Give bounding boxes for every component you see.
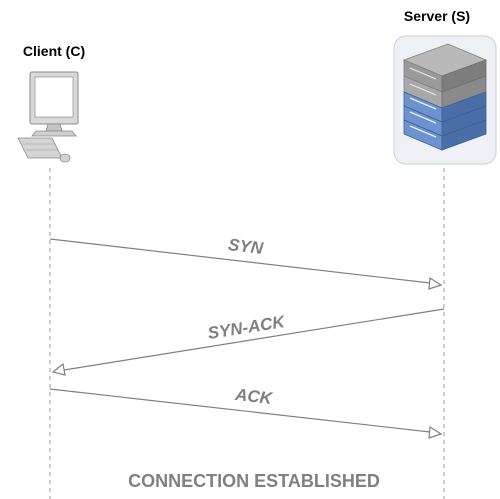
syn-arrow-line [49,238,431,284]
ack-arrow-line [49,388,431,433]
ack-message: ACK [49,385,443,439]
syn-arrowhead [428,276,443,290]
server-title: Server (S) [404,8,470,24]
ack-arrowhead [428,425,443,439]
client-title: Client (C) [23,43,85,59]
syn-ack-arrow-line [63,308,445,371]
desktop-computer-icon [17,71,79,163]
server-rack-icon [393,35,497,165]
syn-ack-label: SYN-ACK [206,312,287,343]
connection-established-label: CONNECTION ESTABLISHED [128,471,380,491]
syn-ack-message: SYN-ACK [51,308,445,376]
syn-ack-arrowhead [51,362,66,376]
ack-label: ACK [233,385,274,408]
syn-label: SYN [227,235,265,258]
syn-message: SYN [49,235,443,290]
